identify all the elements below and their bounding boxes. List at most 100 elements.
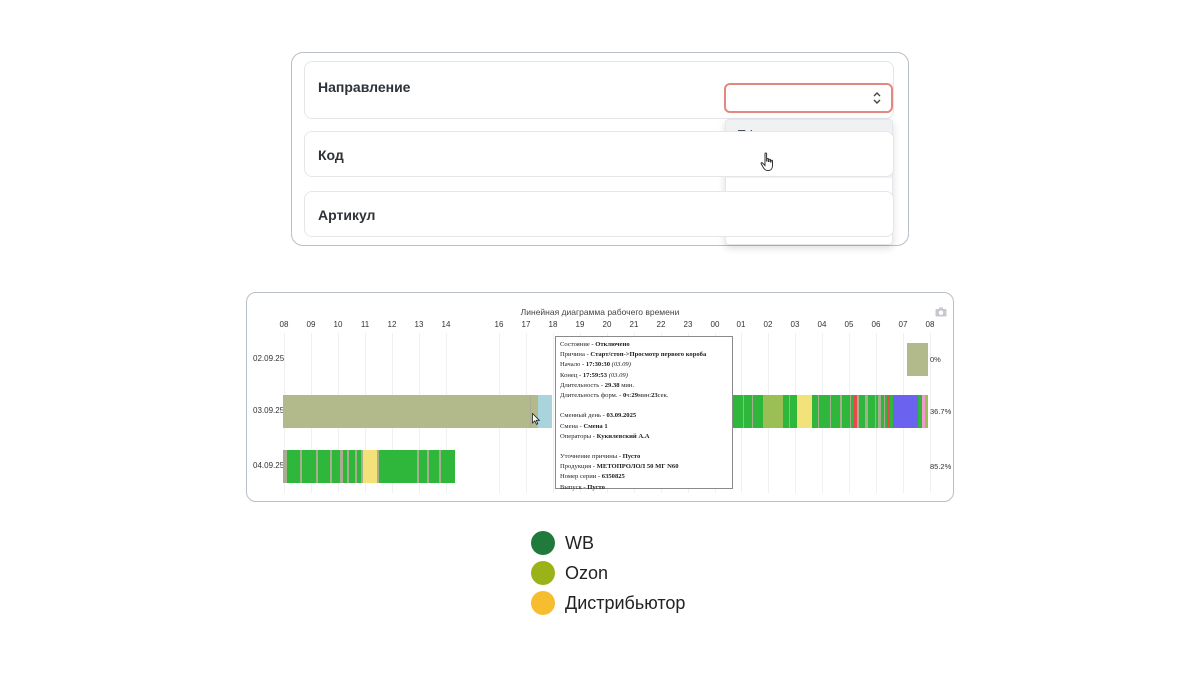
timeline-segment[interactable] (287, 450, 300, 483)
timeline-segment[interactable] (318, 450, 330, 483)
hour-tick-label: 05 (844, 320, 854, 329)
timeline-segment[interactable] (859, 395, 865, 428)
timeline-segment[interactable] (417, 450, 419, 483)
chart-title: Линейная диаграмма рабочего времени (520, 307, 680, 317)
row-percent-label: 85.2% (930, 462, 952, 471)
article-row[interactable]: Артикул (304, 191, 894, 237)
timeline-segment[interactable] (818, 395, 819, 428)
hour-tick-label: 22 (656, 320, 666, 329)
timeline-segment[interactable] (439, 450, 441, 483)
timeline-segment[interactable] (891, 395, 893, 428)
timeline-segment[interactable] (890, 395, 891, 428)
hour-tick-label: 18 (548, 320, 558, 329)
timeline-segment[interactable] (357, 450, 361, 483)
timeline-segment[interactable] (316, 450, 318, 483)
timeline-segment[interactable] (330, 450, 332, 483)
hour-tick-label: 12 (387, 320, 397, 329)
row-date-label: 04.09.25 (253, 461, 285, 470)
timeline-segment[interactable] (865, 395, 868, 428)
hour-tick-label: 21 (629, 320, 639, 329)
timeline-segment[interactable] (850, 395, 851, 428)
timeline-segment[interactable] (283, 395, 538, 428)
hour-tick-label: 23 (683, 320, 693, 329)
mouse-pointer-icon (532, 413, 540, 425)
row-date-label: 03.09.25 (253, 406, 285, 415)
timeline-segment[interactable] (302, 450, 316, 483)
timeline-segment[interactable] (875, 395, 876, 428)
camera-icon[interactable] (935, 307, 947, 317)
hour-tick-label: 20 (602, 320, 612, 329)
hour-tick-label: 06 (871, 320, 881, 329)
hour-tick-label: 03 (790, 320, 800, 329)
timeline-segment[interactable] (743, 395, 744, 428)
timeline-segment[interactable] (763, 395, 783, 428)
timeline-segment[interactable] (854, 395, 857, 428)
timeline-segment[interactable] (840, 395, 842, 428)
timeline-segment[interactable] (300, 450, 302, 483)
hour-tick-label: 04 (817, 320, 827, 329)
timeline-segment[interactable] (361, 450, 363, 483)
hour-tick-label: 07 (898, 320, 908, 329)
row-date-label: 02.09.25 (253, 354, 285, 363)
hour-tick-label: 09 (306, 320, 316, 329)
timeline-segment[interactable] (419, 450, 427, 483)
timeline-segment[interactable] (737, 395, 763, 428)
timeline-segment[interactable] (925, 395, 928, 428)
timeline-segment[interactable] (878, 395, 881, 428)
hour-tick-label: 17 (521, 320, 531, 329)
timeline-segment[interactable] (893, 395, 918, 428)
timeline-segment[interactable] (918, 395, 922, 428)
row-percent-label: 36.7% (930, 407, 952, 416)
timeline-segment[interactable] (363, 450, 377, 483)
code-row[interactable]: Код (304, 131, 894, 177)
timeline-segment[interactable] (922, 395, 925, 428)
timeline-segment[interactable] (887, 395, 890, 428)
legend-label: Дистрибьютор (565, 593, 686, 613)
timeline-segment[interactable] (427, 450, 429, 483)
direction-select[interactable] (724, 83, 893, 113)
timeline-segment[interactable] (343, 450, 347, 483)
timeline-segment[interactable] (332, 450, 340, 483)
timeline-segment[interactable] (377, 450, 379, 483)
article-label: Артикул (318, 207, 376, 223)
timeline-segment[interactable] (349, 450, 355, 483)
timeline-segment[interactable] (283, 450, 287, 483)
hour-tick-label: 08 (279, 320, 289, 329)
legend-dot (531, 591, 555, 615)
timeline-segment[interactable] (441, 450, 455, 483)
timeline-segment[interactable] (812, 395, 840, 428)
legend-label: Ozon (565, 563, 609, 583)
timeline-segment[interactable] (857, 395, 859, 428)
timeline-segment[interactable] (907, 343, 928, 376)
timeline-segment[interactable] (830, 395, 831, 428)
hour-tick-label: 01 (736, 320, 746, 329)
grid-line (930, 333, 931, 493)
segment-tooltip: Состояние - Отключено Причина - Старт/ст… (555, 336, 733, 491)
timeline-segment[interactable] (538, 395, 552, 428)
hour-tick-label: 16 (494, 320, 504, 329)
timeline-segment[interactable] (842, 395, 854, 428)
updown-chevron-icon (873, 92, 881, 104)
timeline-segment[interactable] (429, 450, 439, 483)
hour-tick-label: 14 (441, 320, 451, 329)
timeline-segment[interactable] (355, 450, 357, 483)
hour-tick-label: 02 (763, 320, 773, 329)
timeline-segment[interactable] (884, 395, 885, 428)
timeline-segment[interactable] (530, 395, 531, 428)
code-label: Код (318, 147, 344, 163)
timeline-segment[interactable] (347, 450, 349, 483)
timeline-segment[interactable] (752, 395, 753, 428)
timeline-segment[interactable] (379, 450, 417, 483)
filter-form-panel: Направление ПФ ГП Фед сети WB Код Артику… (291, 52, 909, 246)
row-percent-label: 0% (930, 355, 941, 364)
timeline-segment[interactable] (733, 395, 737, 428)
grid-line (553, 333, 554, 493)
hour-tick-label: 11 (360, 320, 370, 329)
timeline-segment[interactable] (797, 395, 812, 428)
hand-cursor-icon (760, 152, 773, 171)
legend-label: WB (565, 533, 594, 553)
timeline-segment[interactable] (789, 395, 790, 428)
timeline-segment[interactable] (340, 450, 343, 483)
timeline-segment[interactable] (783, 395, 797, 428)
timeline-segment[interactable] (868, 395, 878, 428)
